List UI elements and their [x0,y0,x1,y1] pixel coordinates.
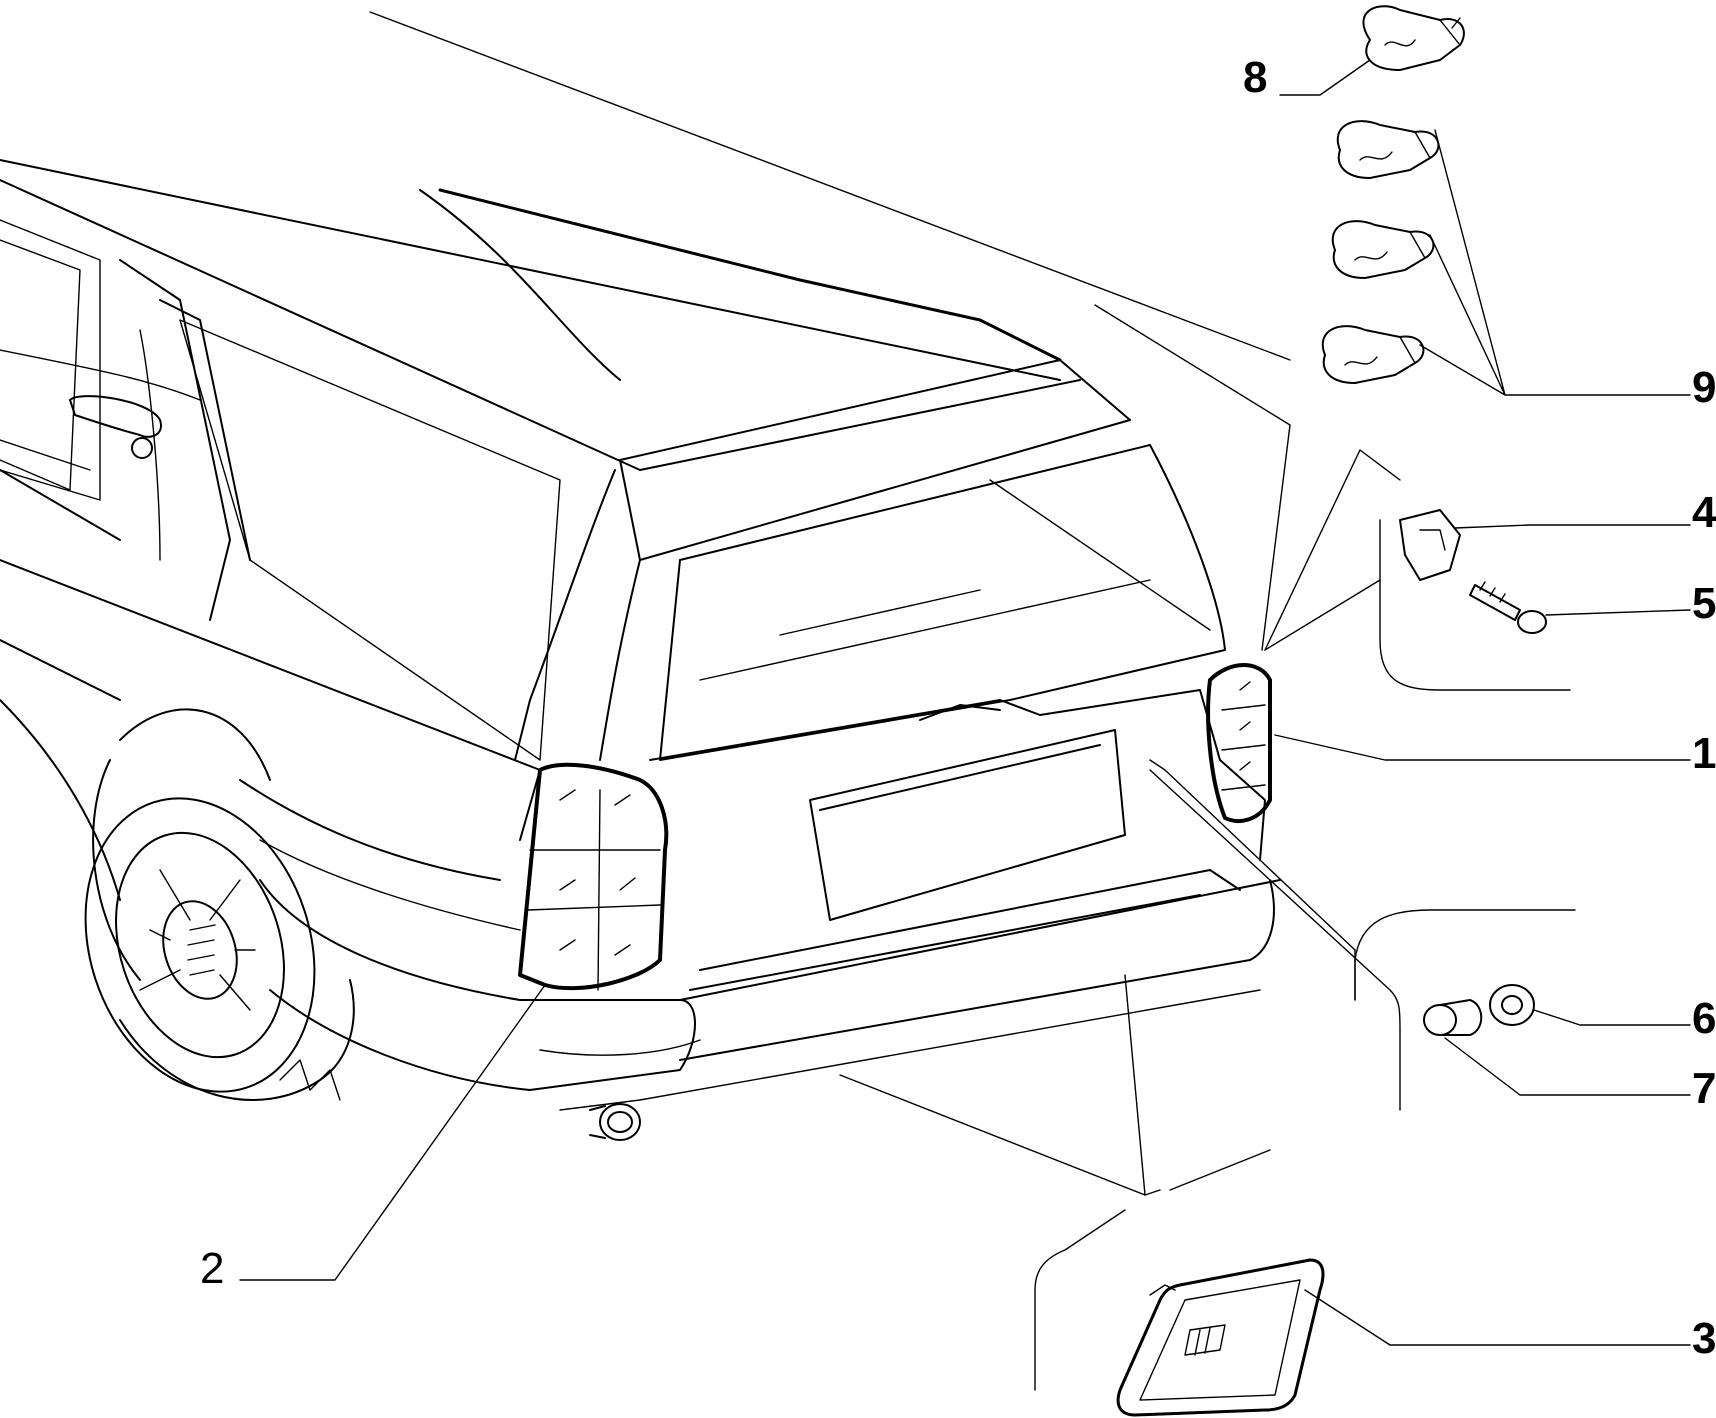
callout-8: 8 [1243,53,1267,102]
callout-6: 6 [1692,994,1716,1043]
rear-wheel [84,797,355,1101]
car-rear-body [0,11,1291,1141]
side-marker-lamp-3 [1116,1258,1325,1417]
right-tail-lamp [1206,663,1272,823]
nut-6 [1489,984,1535,1026]
exhaust-pipe [589,1103,641,1141]
grommet-7 [1423,999,1483,1036]
bulb-9-bottom [1321,325,1425,384]
bulb-9-top [1336,120,1440,179]
callout-1: 1 [1692,729,1716,778]
callout-4: 4 [1692,488,1716,537]
callout-7: 7 [1692,1064,1716,1113]
callout-9: 9 [1692,363,1716,412]
callout-3: 3 [1692,1314,1716,1363]
callout-2: 2 [200,1244,224,1293]
bulb-9-middle [1331,220,1435,279]
screw-5 [1469,581,1547,634]
callout-5: 5 [1692,579,1716,628]
leader-lines [239,59,1691,1391]
clip-4 [1399,509,1461,581]
bulb-8 [1362,5,1465,71]
left-tail-lamp [518,762,669,991]
